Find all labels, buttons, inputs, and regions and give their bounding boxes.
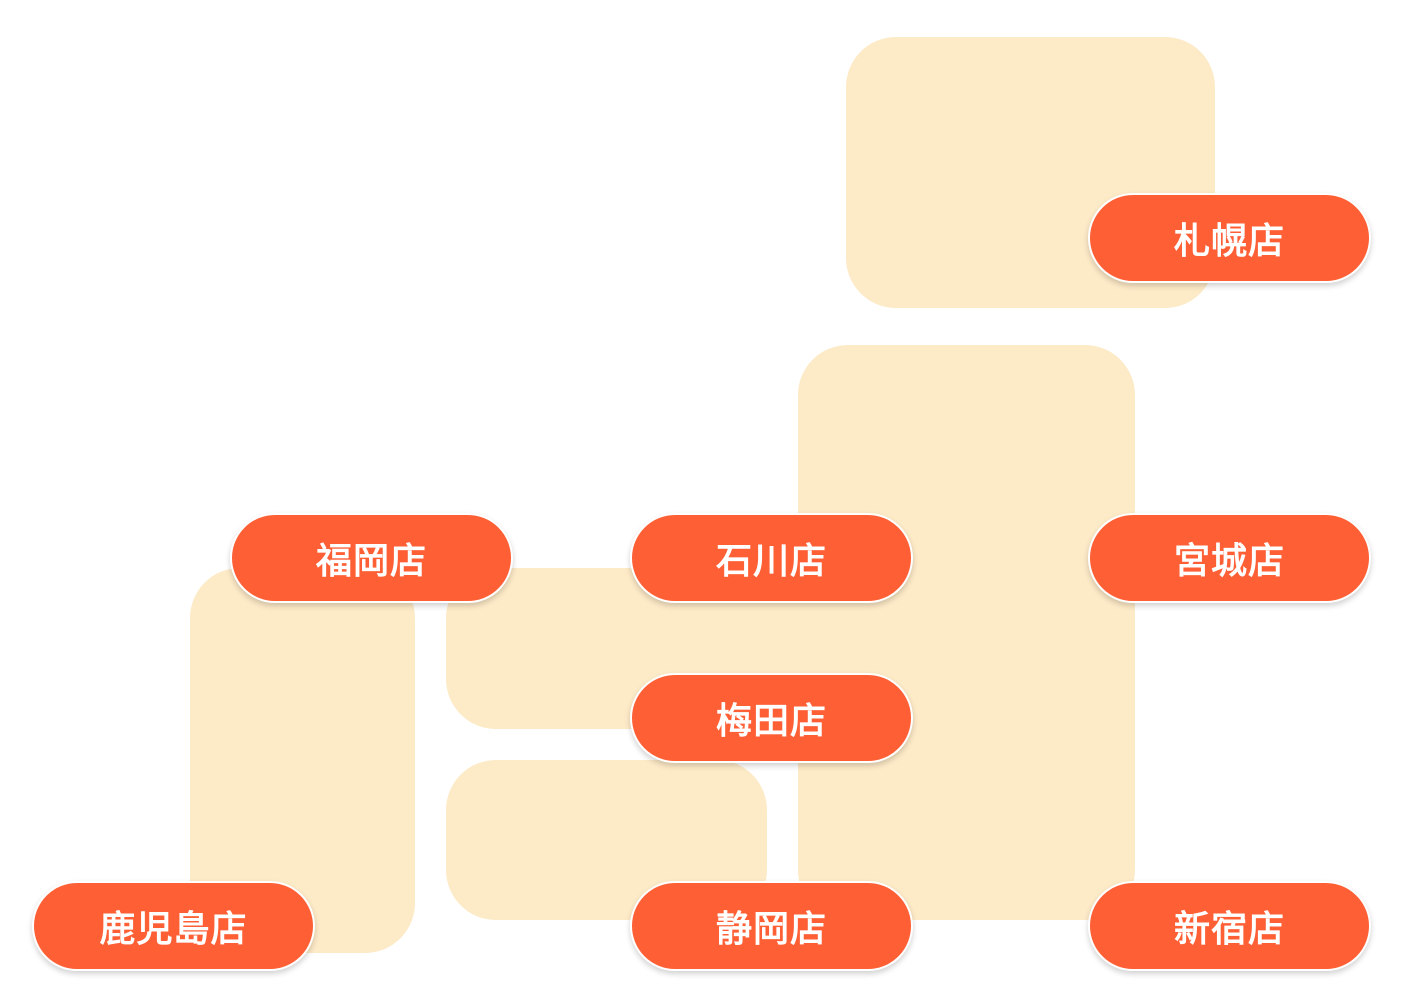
- store-button-shinjuku[interactable]: 新宿店: [1088, 881, 1371, 971]
- store-button-umeda[interactable]: 梅田店: [630, 673, 913, 763]
- store-button-kagoshima[interactable]: 鹿児島店: [32, 881, 315, 971]
- store-button-sapporo[interactable]: 札幌店: [1088, 193, 1371, 283]
- region-honshu: [798, 345, 1135, 920]
- store-button-ishikawa[interactable]: 石川店: [630, 513, 913, 603]
- store-button-fukuoka[interactable]: 福岡店: [230, 513, 513, 603]
- store-button-shizuoka[interactable]: 静岡店: [630, 881, 913, 971]
- store-button-miyagi[interactable]: 宮城店: [1088, 513, 1371, 603]
